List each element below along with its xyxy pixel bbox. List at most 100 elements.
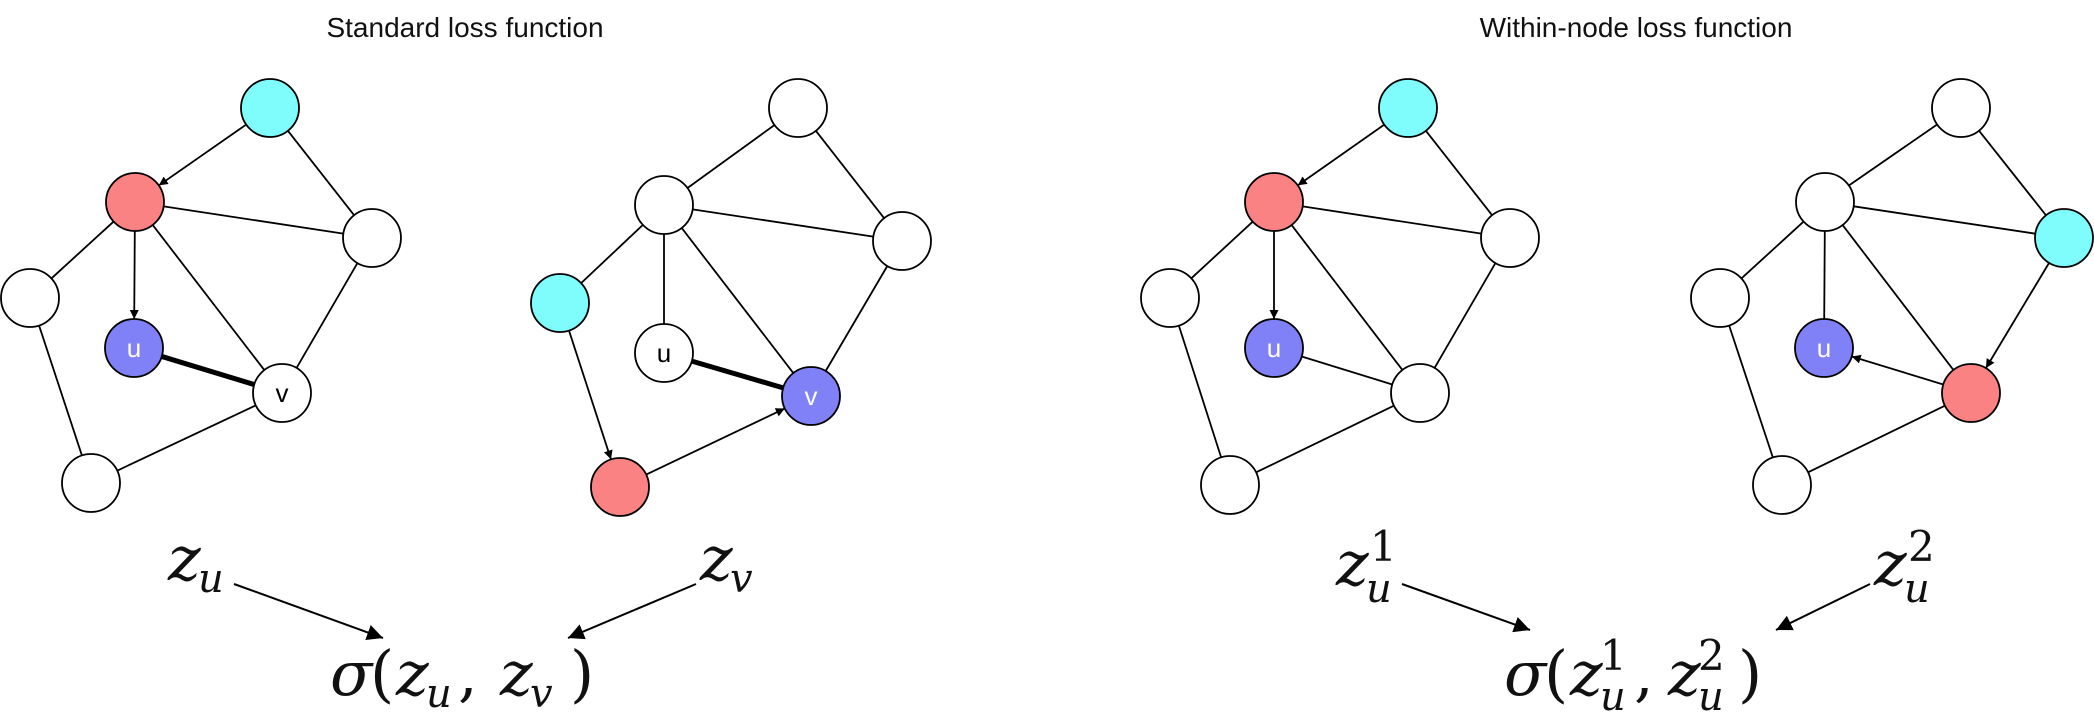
arrow-zu-to-sigma	[233, 583, 384, 641]
g4-node-mid	[1795, 172, 1855, 232]
g2-node-mid	[634, 175, 694, 235]
g1-edge-top-right	[287, 130, 355, 216]
g1-edge-red-right	[163, 205, 344, 235]
g2-edge-mid-cyan	[580, 224, 644, 284]
sigma-r-arg2-sub: u	[1698, 674, 1724, 716]
g3-edge-red-left	[1190, 221, 1254, 279]
g3-node-bottom	[1200, 455, 1260, 515]
g2-node-v	[781, 366, 841, 426]
g1-node-label-v: v	[276, 378, 289, 408]
sigma-right: σ	[1504, 637, 1548, 710]
g3-edge-red-right	[1302, 205, 1482, 235]
g1-node-red	[105, 172, 165, 232]
g1-node-right	[342, 208, 402, 268]
title-within-node-loss: Within-node loss function	[1479, 12, 1793, 43]
g3-node-left	[1140, 268, 1200, 328]
rparen-left: )	[570, 637, 594, 710]
g2-edge-top-right	[815, 130, 885, 219]
g3-edge-red-v	[1290, 224, 1404, 371]
g3-node-red	[1244, 172, 1304, 232]
g2-edge-top-mid	[686, 124, 776, 189]
g4-edge-cyan-red	[1985, 262, 2050, 369]
g4-node-left	[1690, 268, 1750, 328]
g2-node-label-u: u	[657, 338, 671, 368]
comma-left: ,	[458, 637, 478, 710]
sigma-r-arg1-sup: 1	[1600, 631, 1627, 680]
g2-node-top	[768, 78, 828, 138]
graph-edges	[38, 123, 2050, 476]
arrow-zu1-to-sigma	[1401, 583, 1531, 633]
g3-edge-top-right	[1425, 130, 1493, 216]
g4-node-bottom	[1752, 455, 1812, 515]
g4-node-label-u: u	[1817, 333, 1831, 363]
z-u2-sub: u	[1904, 566, 1930, 612]
sigma-left: σ	[330, 637, 374, 710]
z-u1-z: z	[1335, 527, 1369, 600]
g1-edge-right-v	[295, 262, 359, 369]
g2-edge-mid-v	[680, 227, 795, 374]
g4-node-red	[1941, 363, 2001, 423]
g2-edge-cyan-red	[568, 330, 613, 460]
comma-right: ,	[1634, 637, 1654, 710]
z-u1-sub: u	[1366, 566, 1392, 612]
g2-node-red	[590, 457, 650, 517]
g2-node-right	[872, 211, 932, 271]
arrow-zv-to-sigma	[567, 583, 697, 640]
g1-node-v	[252, 363, 312, 423]
g2-edge-right-v	[824, 265, 889, 372]
z-v-left-sub: v	[730, 556, 753, 602]
g4-edge-mid-u	[1823, 230, 1826, 320]
g3-node-u	[1244, 318, 1304, 378]
g3-edge-bottom-v	[1255, 404, 1395, 474]
g3-node-right	[1480, 208, 1540, 268]
g4-edge-left-bottom	[1728, 325, 1774, 458]
g1-edge-top-red	[158, 123, 247, 187]
g4-edge-red-u	[1851, 354, 1944, 386]
g2-edge-red-v	[645, 407, 786, 476]
g3-edge-u-v	[1301, 355, 1393, 386]
sigma-arg2-z: z	[499, 637, 533, 710]
g2-node-cyan	[530, 273, 590, 333]
z-u1-sup: 1	[1370, 522, 1397, 571]
g1-edge-bottom-v	[116, 404, 257, 472]
title-standard-loss: Standard loss function	[326, 12, 604, 43]
g4-edge-mid-cyan	[1853, 205, 2036, 235]
g1-edge-red-u	[129, 230, 139, 320]
sigma-r-arg1-z: z	[1569, 637, 1603, 710]
z-u2-sup: 2	[1908, 522, 1935, 571]
sigma-arg1-z: z	[395, 637, 429, 710]
g1-edge-red-left	[50, 220, 115, 280]
z-u2-z: z	[1873, 527, 1907, 600]
lparen-left: (	[370, 637, 394, 710]
g4-edge-mid-red	[1841, 224, 1955, 371]
g2-node-label-v: v	[805, 381, 818, 411]
g4-edge-top-mid	[1848, 123, 1938, 187]
formula-standard: z u z v σ ( z u , z v )	[167, 522, 753, 716]
g1-edge-u-v	[161, 354, 255, 387]
sigma-arg1-sub: u	[426, 671, 452, 716]
g3-node-label-u: u	[1267, 333, 1281, 363]
g1-node-u	[104, 318, 164, 378]
formula-within-node: z 1 u z 2 u σ ( z 1 u , z 2 u )	[1335, 522, 1935, 716]
lparen-right: (	[1544, 637, 1568, 710]
g1-node-left	[0, 268, 60, 328]
g4-edge-mid-left	[1740, 220, 1805, 280]
g2-edge-mid-right	[692, 208, 874, 238]
g1-node-bottom	[61, 453, 121, 513]
g1-edge-red-v	[151, 224, 266, 371]
graph-nodes: u v u v u u	[0, 78, 2094, 517]
g4-node-top	[1931, 78, 1991, 138]
g3-node-top	[1378, 78, 1438, 138]
g2-node-u	[634, 323, 694, 383]
g4-edge-bottom-red	[1807, 404, 1946, 474]
g3-edge-top-red	[1297, 123, 1385, 187]
g3-edge-left-bottom	[1178, 325, 1222, 458]
sigma-r-arg1-sub: u	[1600, 674, 1626, 716]
g2-edge-u-v	[691, 358, 784, 391]
g1-node-label-u: u	[127, 333, 141, 363]
g1-node-top	[240, 78, 300, 138]
arrow-zu2-to-sigma	[1775, 583, 1871, 631]
sigma-r-arg2-sup: 2	[1698, 631, 1725, 680]
z-v-left-z: z	[699, 522, 733, 595]
